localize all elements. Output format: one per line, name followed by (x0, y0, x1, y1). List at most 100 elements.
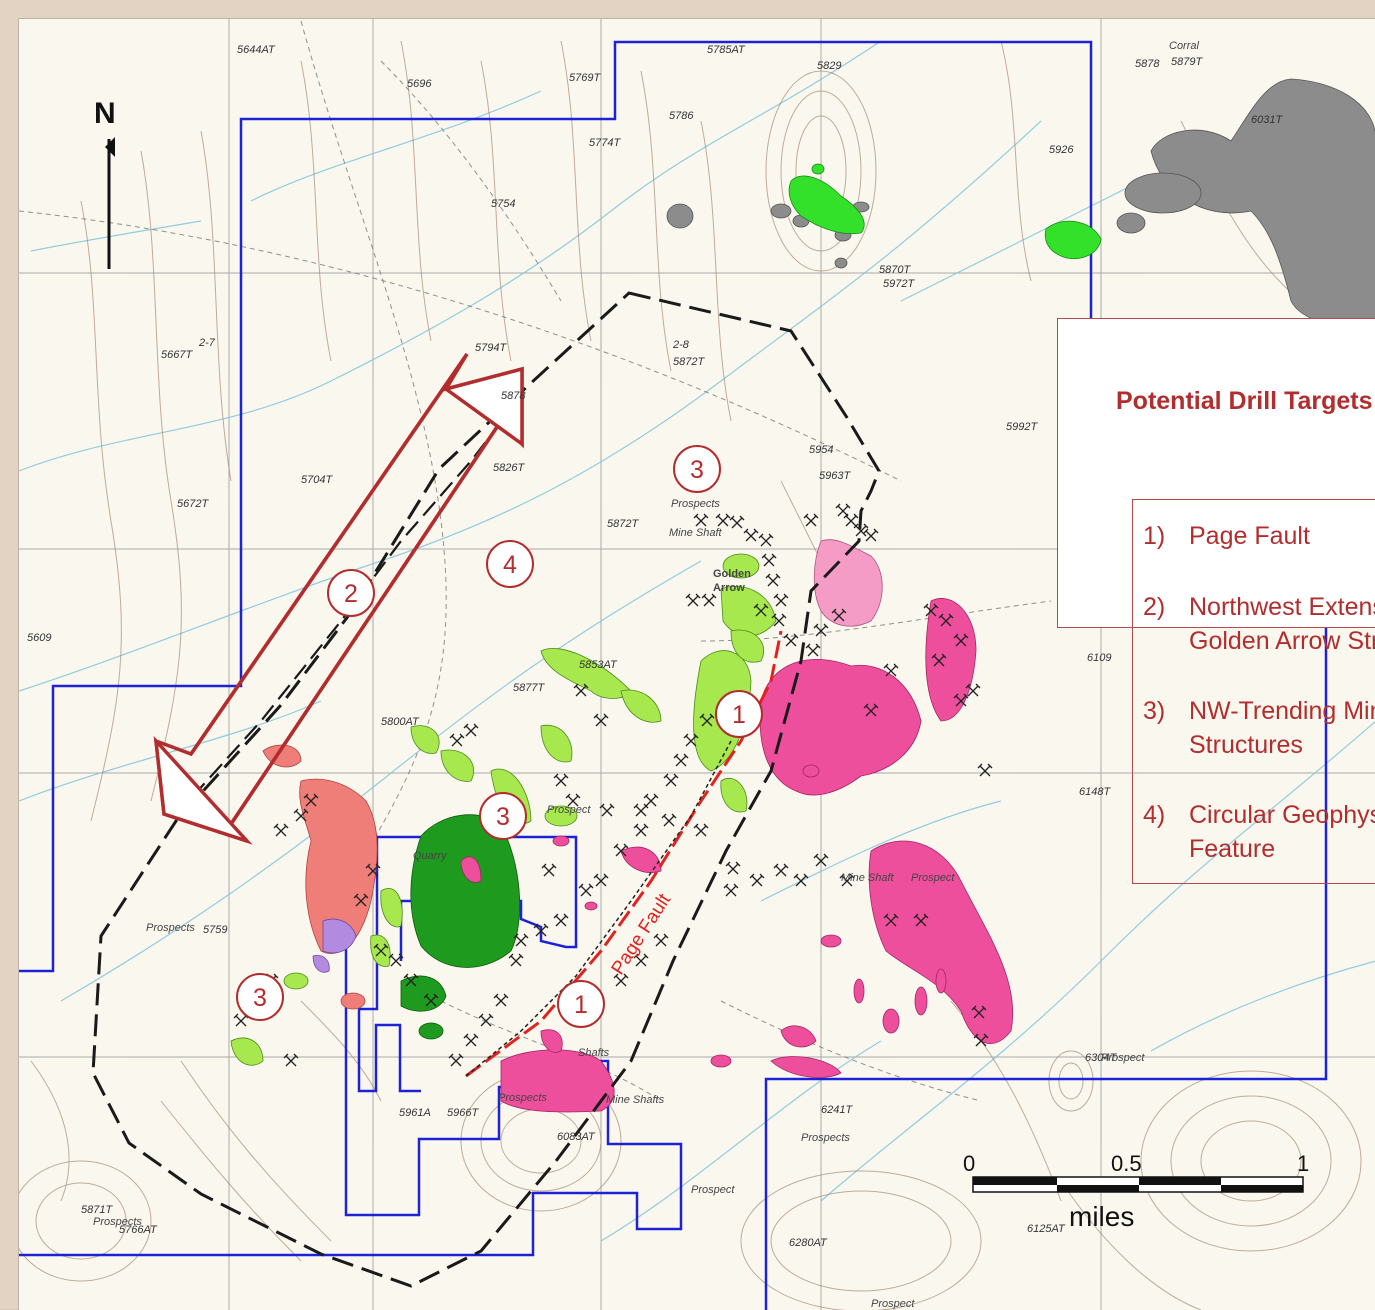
elevation-label: 5878 (1135, 58, 1160, 70)
elevation-label: 6241T (821, 1104, 853, 1116)
legend-item-2-num: 2) (1143, 593, 1166, 621)
prospect-pit-symbol (353, 893, 369, 907)
prospect-pit-symbol (478, 1013, 494, 1027)
prospect-label-3: Prospect (691, 1184, 735, 1196)
prospect-pit-symbol (273, 823, 289, 837)
elevation-label: 5786 (669, 110, 694, 122)
elevation-label: 5877T (513, 682, 545, 694)
prospect-pit-symbol (723, 883, 739, 897)
prospect-pit-symbol (773, 593, 789, 607)
prospect-pit-symbol (813, 853, 829, 867)
elevation-label: 5766AT (119, 1224, 158, 1236)
prospect-pit-symbol (783, 633, 799, 647)
scale-unit: miles (1069, 1201, 1134, 1232)
prospect-pit-symbol (913, 913, 929, 927)
prospect-pit-symbol (685, 593, 701, 607)
prospect-pit-symbol (715, 513, 731, 527)
elevation-label: 5872T (607, 518, 639, 530)
prospect-pit-symbol (749, 873, 765, 887)
elevation-label: 5878 (501, 390, 526, 402)
target-circle-4 (673, 445, 721, 493)
scale-tick-0: 0 (963, 1151, 975, 1176)
prospect-pit-symbol (729, 515, 745, 529)
target-number-2: 1 (574, 991, 588, 1019)
prospect-pit-symbol (839, 873, 855, 887)
elevation-label: 5961A (399, 1107, 431, 1119)
legend-item-4-text: Circular Geophysical Feature (1189, 801, 1375, 863)
prospect-pit-symbol (753, 603, 769, 617)
fault-structure-black (465, 740, 732, 1077)
elevation-label: 5794T (475, 342, 507, 354)
elevation-label: 5826T (493, 462, 525, 474)
prospect-pit-symbol (449, 733, 465, 747)
prospect-pit-symbol (973, 1033, 989, 1047)
prospect-pit-symbol (493, 993, 509, 1007)
quarry-label: Quarry (413, 850, 448, 862)
legend-item-1-num: 1) (1143, 522, 1166, 550)
prospect-pit-symbol (805, 643, 821, 657)
target-circle-1 (715, 690, 763, 738)
prospect-pit-symbol (303, 793, 319, 807)
prospect-pit-symbol (293, 808, 309, 822)
prospect-pit-symbol (793, 873, 809, 887)
elevation-label: 5644AT (237, 44, 276, 56)
elevation-label: 5872T (673, 356, 705, 368)
scale-tick-half: 0.5 (1111, 1151, 1142, 1176)
prospect-pit-symbol (853, 523, 869, 537)
prospect-pit-symbol (883, 913, 899, 927)
prospect-pit-symbol (388, 953, 404, 967)
prospect-pit-symbol (938, 613, 954, 627)
prospect-pit-symbol (423, 993, 439, 1007)
prospect-pit-symbol (773, 863, 789, 877)
legend-item-3-text: NW-Trending Mineralized Structures (1189, 697, 1375, 759)
elevation-label: 6083AT (557, 1131, 596, 1143)
prospects-label-4: Prospects (801, 1132, 850, 1144)
prospect-pit-symbol (613, 843, 629, 857)
purple-alteration (312, 918, 357, 973)
prospect-pit-symbol (743, 528, 759, 542)
prospect-pit-symbol (701, 593, 717, 607)
prospect-pit-symbol (578, 883, 594, 897)
target-number-4: 3 (690, 456, 704, 484)
elevation-label: 5667T (161, 349, 193, 361)
prospect-pit-symbol (573, 683, 589, 697)
elevation-label: 5769T (569, 72, 601, 84)
prospect-pit-symbol (533, 923, 549, 937)
prospect-pit-symbol (463, 1033, 479, 1047)
prospect-label-5: Prospect (871, 1298, 915, 1310)
target-circle-2 (557, 980, 605, 1028)
prospect-pit-symbol (965, 683, 981, 697)
prospect-pit-symbol (553, 773, 569, 787)
prospect-pit-symbol (633, 803, 649, 817)
scale-tick-1: 1 (1297, 1151, 1309, 1176)
elevation-label: 5609 (27, 632, 51, 644)
elevation-label: 5704T (301, 474, 333, 486)
prospect-pit-symbol (508, 953, 524, 967)
prospect-pit-symbol (761, 553, 777, 567)
elevation-label: 5926 (1049, 144, 1074, 156)
prospect-pit-symbol (725, 861, 741, 875)
prospect-pit-symbol (593, 713, 609, 727)
legend-list: 1) Page Fault 2) Northwest Extension of … (1132, 499, 1375, 884)
prospect-pit-symbol (613, 973, 629, 987)
target-number-5: 3 (496, 803, 510, 831)
prospects-label-1: Prospects (671, 498, 720, 510)
prospect-pit-symbol (365, 863, 381, 877)
legend-panel: Potential Drill Targets 1) Page Fault 2)… (1057, 318, 1375, 884)
prospect-pit-symbol (835, 503, 851, 517)
north-arrow: N (94, 97, 116, 269)
target-number-1: 1 (732, 701, 746, 729)
elevation-label: 6280AT (789, 1237, 828, 1249)
page-fault-trace (465, 630, 783, 1078)
elevation-label: 5829 (817, 60, 841, 72)
target-circle-5 (479, 792, 527, 840)
elevation-label: 5871T (81, 1204, 113, 1216)
legend-item-2-text: Northwest Extension of Golden Arrow Stru… (1189, 593, 1375, 655)
target-number-6: 3 (253, 984, 267, 1012)
elevation-label: 5963T (819, 470, 851, 482)
legend-item-4-num: 4) (1143, 801, 1166, 829)
prospect-pit-symbol (953, 633, 969, 647)
legend-item-1-text: Page Fault (1189, 522, 1310, 550)
